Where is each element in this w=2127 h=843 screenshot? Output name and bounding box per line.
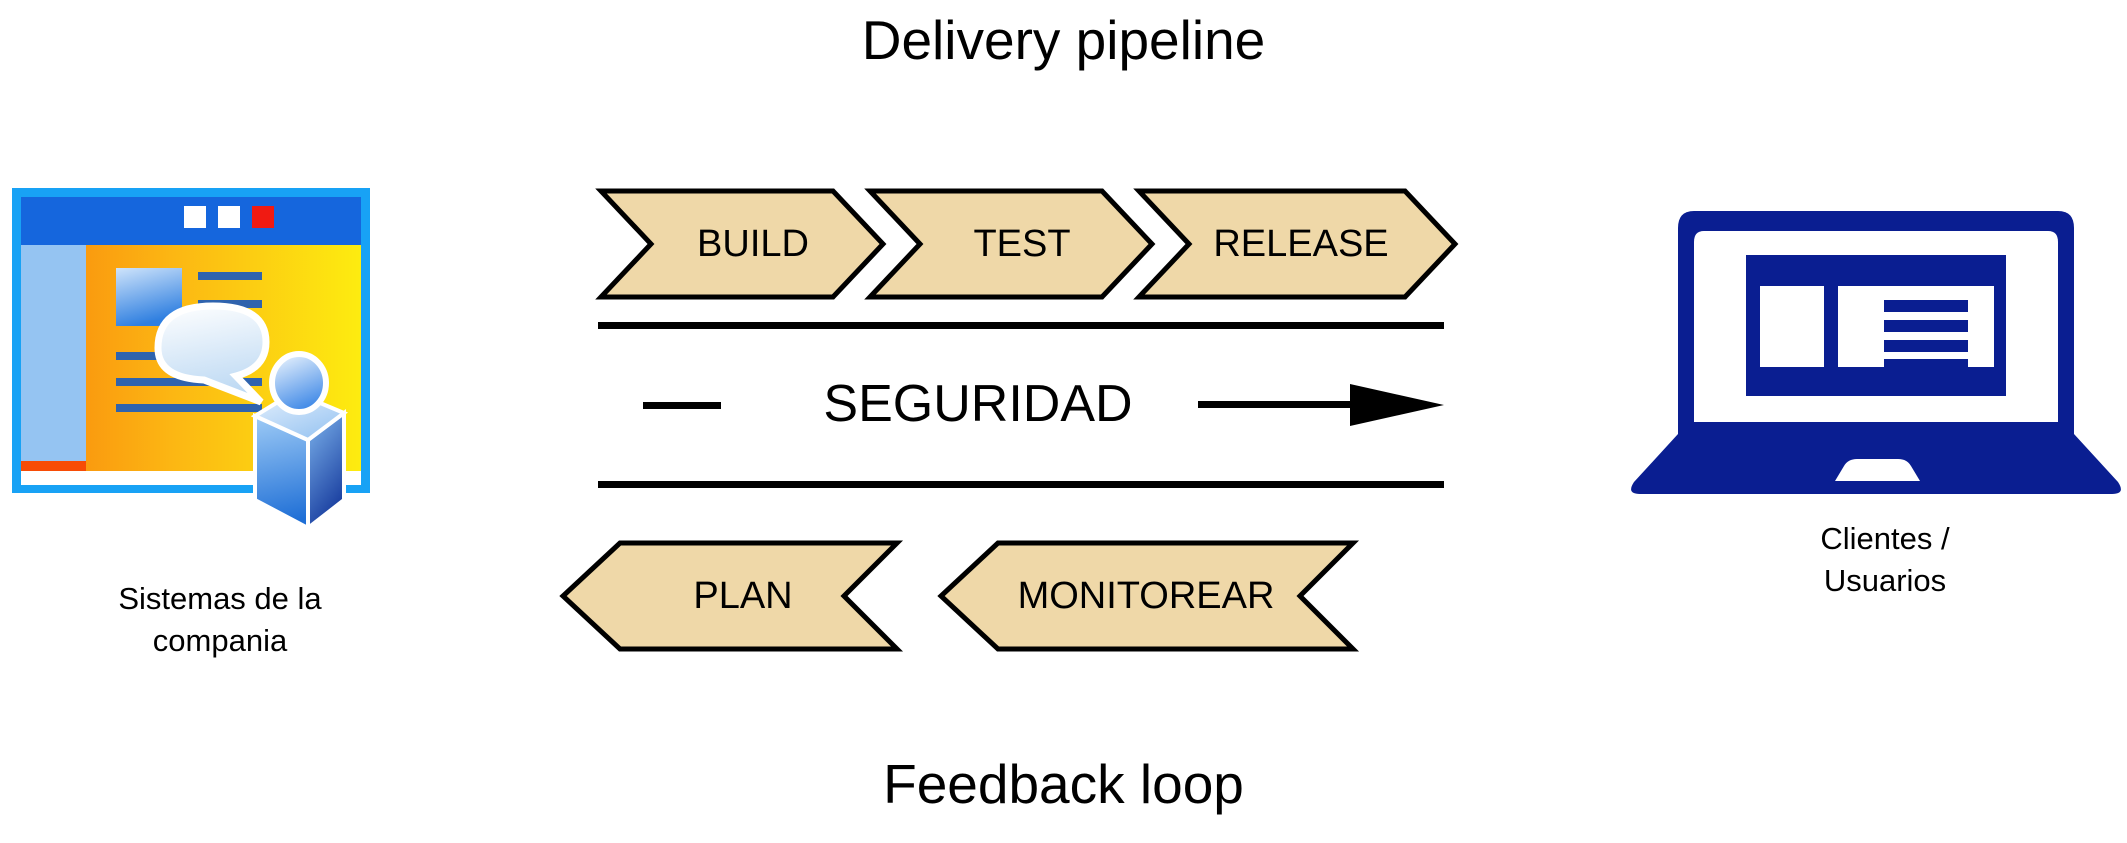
company-systems-icon [8,178,428,538]
clients-users-label-line2: Usuarios [1823,563,1947,598]
security-dash-marker [643,402,721,409]
pipeline-stage-release[interactable] [1133,188,1459,300]
feedback-stage-plan[interactable] [558,540,904,652]
company-systems-label-line2: compania [152,623,288,658]
clients-users-laptop-icon [1626,176,2126,501]
clients-users-label: Clientes / Usuarios [1700,518,2070,602]
security-right-arrow-icon [1198,381,1444,429]
security-band-rule-top [598,322,1444,329]
pipeline-stage-build[interactable] [595,188,887,300]
diagram-title-top: Delivery pipeline [861,9,1266,71]
security-band: SEGURIDAD [598,322,1444,488]
feedback-stage-monitorear[interactable] [936,540,1360,652]
pipeline-stage-test[interactable] [864,188,1156,300]
company-systems-label: Sistemas de la compania [20,578,420,662]
clients-users-label-line1: Clientes / [1820,521,1950,556]
feedback-loop-stages: PLAN MONITOREAR [558,540,1458,652]
security-band-rule-bottom [598,481,1444,488]
diagram-title-bottom: Feedback loop [883,753,1244,815]
security-label: SEGURIDAD [823,375,1133,433]
delivery-pipeline-stages: BUILD TEST RELEASE [595,188,1459,300]
company-systems-label-line1: Sistemas de la [118,581,322,616]
